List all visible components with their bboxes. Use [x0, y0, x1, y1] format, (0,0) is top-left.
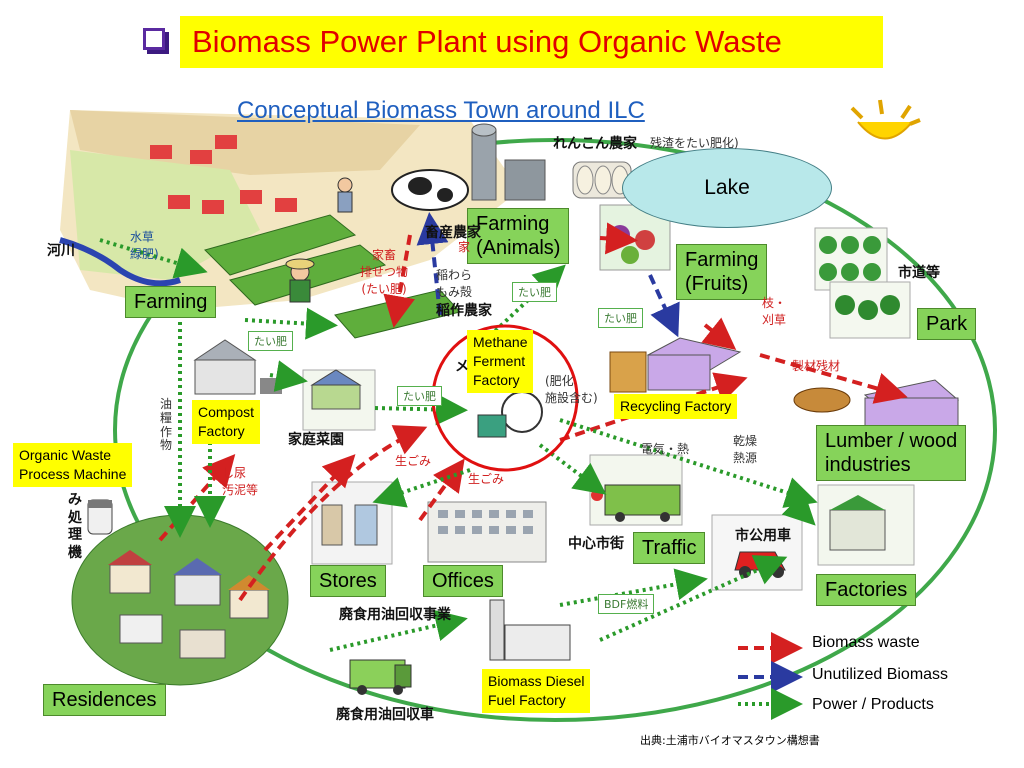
- jp-namagomi-1: 生ごみ: [395, 454, 432, 468]
- tag-taihi-4: たい肥: [397, 386, 442, 406]
- jp-yuryou: 油 糧 作 物: [160, 397, 173, 453]
- jp-mi-shori: み 処 理 機: [68, 492, 82, 561]
- stores-building: [311, 481, 393, 565]
- cow-illustration: [391, 169, 469, 211]
- jp-kawa: 河川: [47, 243, 75, 259]
- label-recycling-factory: Recycling Factory: [614, 394, 738, 419]
- tag-taihi-1: たい肥: [512, 282, 557, 302]
- diesel-factory-illustration: [489, 599, 571, 661]
- family-garden: [302, 369, 376, 431]
- legend-power-products: Power / Products: [812, 696, 934, 713]
- label-factories: Factories: [816, 574, 917, 606]
- label-farming-fruits: Farming (Fruits): [676, 244, 768, 300]
- jp-inasaku: 稲作農家: [436, 303, 492, 319]
- jp-hika: (肥化 施設含む): [545, 374, 598, 405]
- legend-unutilized-biomass: Unutilized Biomass: [812, 666, 949, 683]
- silo-barn: [471, 123, 546, 201]
- compost-factory-building: [193, 339, 282, 395]
- jp-shinyou: し尿 汚泥等: [222, 466, 259, 497]
- jp-haishoku-2: 廃食用油回収車: [336, 707, 434, 723]
- jp-shiyou: 市公用車: [735, 528, 791, 544]
- jp-karikusa: 枝・ 刈草: [762, 296, 787, 327]
- jp-katei: 家庭菜園: [288, 432, 344, 448]
- jp-suisou: 水草 緑肥): [130, 230, 159, 261]
- jp-me: メ: [455, 359, 469, 375]
- unutilized-biomass-arrows: [416, 212, 680, 338]
- slide-subtitle: Conceptual Biomass Town around ILC: [237, 97, 645, 124]
- methane-tank: [477, 391, 543, 438]
- jp-kachiku: 家畜 排せつ物 (たい肥): [360, 248, 409, 296]
- jp-kansou: 乾燥 熱源: [733, 434, 758, 465]
- truck-illustration: [349, 659, 412, 695]
- bus-illustration: [589, 454, 683, 526]
- waste-machine-illustration: [87, 499, 113, 535]
- farmer-figures: [285, 177, 353, 303]
- factories-illustration: [817, 484, 915, 566]
- jp-denki: 電気・熱: [641, 442, 690, 456]
- jp-chushin: 中心市街: [568, 536, 624, 552]
- jp-renkon-sub: 残渣をたい肥化): [650, 136, 739, 150]
- label-organic-waste-machine: Organic Waste Process Machine: [13, 443, 133, 487]
- label-biomass-diesel: Biomass Diesel Fuel Factory: [482, 669, 591, 713]
- source-citation: 出典:土浦市バイオマスタウン構想書: [640, 734, 820, 747]
- label-park: Park: [917, 308, 977, 340]
- lake-label: Lake: [622, 148, 832, 228]
- tag-taihi-3: たい肥: [248, 331, 293, 351]
- recycling-factory-buildings: [646, 337, 960, 429]
- label-traffic: Traffic: [633, 532, 706, 564]
- label-compost-factory: Compost Factory: [192, 400, 261, 444]
- jp-haishoku-1: 廃食用油回収事業: [339, 607, 451, 623]
- jp-namagomi-2: 生ごみ: [468, 472, 505, 486]
- jp-ie: 家: [458, 240, 471, 254]
- sun-icon: [850, 99, 921, 140]
- tag-bdf: BDF燃料: [598, 594, 655, 614]
- residences-illustration: [71, 514, 289, 686]
- tag-taihi-2: たい肥: [598, 308, 643, 328]
- label-residences: Residences: [43, 684, 166, 716]
- label-lumber: Lumber / wood industries: [816, 425, 967, 481]
- jp-renkon: れんこん農家: [553, 136, 637, 152]
- park-trees: [814, 227, 911, 339]
- label-farming: Farming: [125, 286, 217, 318]
- label-methane-factory: Methane Ferment Factory: [467, 330, 534, 393]
- power-products-arrows: [99, 238, 818, 652]
- jp-chikusan: 畜産農家: [425, 225, 481, 241]
- hill-houses: [150, 135, 297, 214]
- wood-pile: [609, 351, 851, 413]
- legend-biomass-waste: Biomass waste: [812, 634, 920, 651]
- title-bullet-icon: [143, 28, 165, 50]
- label-farming-animals: Farming (Animals): [467, 208, 570, 264]
- jp-shidou: 市道等: [898, 265, 940, 281]
- slide-title: Biomass Power Plant using Organic Waste: [180, 16, 883, 68]
- jp-seizai: 製材残材: [792, 359, 841, 373]
- jp-inawara: 稲わら もみ殻: [436, 268, 473, 299]
- legend-arrows: [738, 632, 803, 720]
- office-building: [427, 501, 547, 563]
- label-stores: Stores: [310, 565, 386, 597]
- label-offices: Offices: [423, 565, 503, 597]
- cycle-ring: [113, 138, 997, 722]
